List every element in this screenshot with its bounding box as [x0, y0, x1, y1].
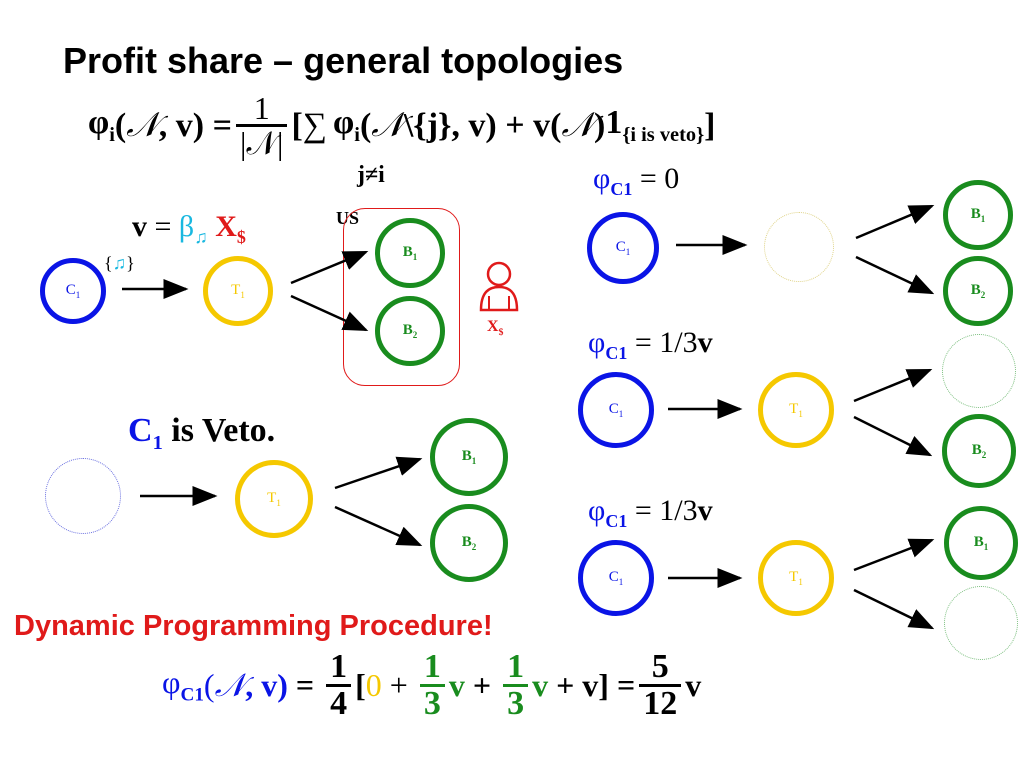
final-args-rest: , v)	[245, 667, 288, 703]
person-icon	[479, 261, 519, 312]
inner-N2: 𝒩	[561, 106, 595, 144]
x-dollar: X$	[215, 210, 246, 247]
fraction-1-3-b: 1 3	[503, 650, 529, 721]
shapley-formula: φi ( 𝒩 , v) = 1 |𝒩| [ ∑ φi ( 𝒩 \{j}, v) …	[88, 92, 715, 159]
fraction-1-3-a: 1 3	[419, 650, 445, 721]
node-b1: B1	[375, 218, 445, 288]
equals: =	[147, 210, 179, 243]
inner-close: )	[594, 106, 606, 144]
inner-N: 𝒩	[371, 106, 404, 144]
formula-phi: φi	[88, 104, 115, 146]
node-t1: T1	[758, 372, 834, 448]
veto-indicator: 1{i is veto}	[605, 104, 705, 146]
node-b2: B2	[943, 256, 1013, 326]
formula-phi-inner: φi	[333, 104, 360, 146]
fraction-1-4: 1 4	[326, 650, 352, 721]
page-title: Profit share – general topologies	[63, 40, 624, 81]
node-t1: T1	[758, 540, 834, 616]
person-label: X$	[487, 318, 504, 339]
final-N: 𝒩	[214, 666, 246, 703]
formula-lhs-rest: , v) =	[158, 106, 232, 144]
formula-fraction: 1 |𝒩|	[236, 90, 288, 159]
node-b2: B2	[942, 414, 1016, 488]
phi-c1-panel-2: φC1 = 1/3v	[588, 326, 713, 363]
value-definition: v = β♫ X$	[132, 210, 246, 248]
sum-symbol: ∑	[302, 106, 328, 144]
node-c1: C1	[40, 258, 106, 324]
final-equals: =	[287, 667, 323, 703]
inner-paren: (	[359, 106, 372, 144]
final-v2: v	[532, 667, 549, 703]
fraction-denominator: |𝒩|	[236, 124, 288, 159]
formula-bracket-open: [	[291, 106, 303, 144]
node-c1-removed	[45, 458, 121, 534]
node-b1-removed	[942, 334, 1016, 408]
node-b2: B2	[430, 504, 508, 582]
final-v3: v	[685, 667, 702, 703]
formula-bracket-close: ]	[704, 106, 716, 144]
v-symbol: v	[132, 210, 147, 243]
node-c1: C1	[578, 372, 654, 448]
node-b1: B1	[944, 506, 1018, 580]
us-region	[343, 208, 460, 386]
music-note-icon: ♫	[194, 227, 208, 247]
final-v1: v	[448, 667, 465, 703]
node-b1: B1	[943, 180, 1013, 250]
veto-statement: C1 is Veto.	[128, 412, 276, 454]
phi-c1-panel-1: φC1 = 0	[593, 162, 680, 199]
final-rest: + v] =	[548, 667, 636, 703]
final-bracket-open: [	[355, 667, 366, 703]
music-note-icon: ♫	[112, 253, 127, 273]
beta-symbol: β	[178, 210, 195, 243]
dp-label: Dynamic Programming Procedure!	[14, 610, 493, 642]
veto-c1: C1	[128, 412, 163, 454]
final-phi: φC1	[162, 664, 204, 706]
inner-rest: \{j}, v) + v(	[403, 106, 562, 144]
formula-N: 𝒩	[126, 106, 159, 144]
phi-c1-panel-3: φC1 = 1/3v	[588, 494, 713, 531]
final-paren: (	[203, 667, 215, 703]
node-c1: C1	[587, 212, 659, 284]
node-t1: T1	[203, 256, 273, 326]
node-t1-removed	[764, 212, 834, 282]
node-b2: B2	[375, 296, 445, 366]
node-c1: C1	[578, 540, 654, 616]
node-t1: T1	[235, 460, 313, 538]
fraction-numerator: 1	[253, 90, 270, 126]
final-formula: φC1 ( 𝒩 , v) = 1 4 [ 0 + 1 3 v + 1 3 v +…	[162, 650, 701, 721]
node-b2-removed	[944, 586, 1018, 660]
fraction-5-12: 5 12	[639, 650, 682, 721]
formula-paren: (	[114, 106, 127, 144]
plus: +	[464, 667, 500, 703]
plus: +	[381, 667, 416, 703]
edge-label: {♫}	[104, 253, 135, 273]
node-b1: B1	[430, 418, 508, 496]
sum-index: j≠i	[357, 162, 385, 188]
final-zero: 0	[365, 667, 382, 703]
